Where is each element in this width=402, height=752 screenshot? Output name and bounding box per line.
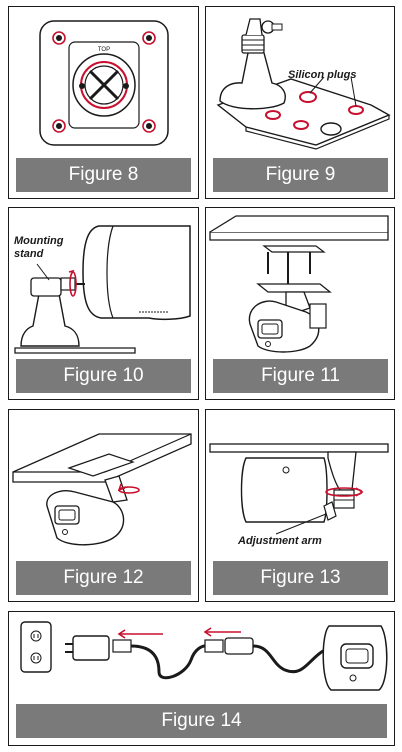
figure-10-caption: Figure 10: [16, 359, 191, 393]
figure-8-caption: Figure 8: [16, 158, 191, 192]
figure-14-caption: Figure 14: [16, 704, 387, 738]
mounting-stand-label-line1: Mounting: [14, 235, 64, 247]
figure-13-panel: Adjustment arm Figure 13: [205, 409, 395, 602]
figure-13-illustration: [209, 443, 389, 535]
figure-10-panel: Mounting stand Figure 10: [8, 207, 199, 400]
adjustment-arm-label: Adjustment arm: [238, 535, 322, 547]
figure-13-caption: Figure 13: [213, 561, 388, 595]
figure-9-panel: Silicon plugs Figure 9: [205, 6, 395, 199]
figure-9-caption: Figure 9: [213, 158, 388, 192]
figure-10-illustration: [14, 225, 191, 354]
figure-11-illustration: [209, 215, 389, 353]
figure-11-caption: Figure 11: [213, 359, 388, 393]
figure-11-panel: Figure 11: [205, 207, 395, 400]
figure-12-panel: Figure 12: [8, 409, 199, 602]
mounting-stand-label-line2: stand: [14, 248, 44, 260]
top-tab-label: TOP: [98, 47, 110, 53]
figure-9-illustration: [216, 18, 391, 150]
figure-8-illustration: TOP: [39, 20, 169, 146]
figure-14-illustration: [20, 621, 388, 691]
figure-12-caption: Figure 12: [16, 561, 191, 595]
figure-12-illustration: [12, 433, 192, 546]
figure-14-panel: Figure 14: [8, 611, 395, 746]
silicon-plugs-label: Silicon plugs: [288, 69, 357, 81]
figure-8-panel: TOP Figure 8: [8, 6, 199, 199]
